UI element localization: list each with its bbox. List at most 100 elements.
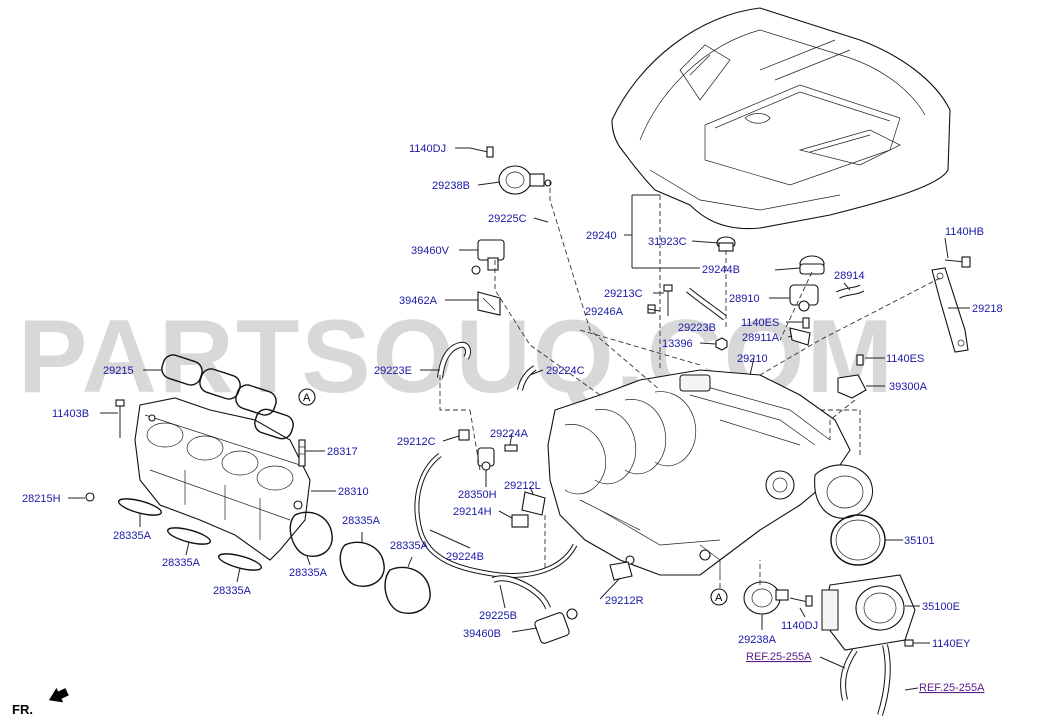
label-29224A[interactable]: 29224A bbox=[490, 428, 529, 440]
label-28310[interactable]: 28310 bbox=[338, 486, 369, 498]
callout-a-right[interactable]: A bbox=[710, 588, 728, 606]
bolt-1140DJ-lower[interactable] bbox=[789, 595, 813, 607]
label-29246A[interactable]: 29246A bbox=[585, 306, 624, 318]
part-labels: 1140DJ 29238B 29225C 39460V 39462A 29223… bbox=[22, 143, 1003, 694]
label-28910[interactable]: 28910 bbox=[729, 293, 760, 305]
clip-29212R[interactable] bbox=[609, 561, 633, 581]
connector-29224A[interactable] bbox=[504, 444, 518, 452]
clip-29212C[interactable] bbox=[458, 429, 470, 441]
hose-29223B[interactable] bbox=[686, 287, 727, 321]
label-29218[interactable]: 29218 bbox=[972, 303, 1003, 315]
front-arrow-icon bbox=[48, 687, 69, 703]
vacuum-actuator-29238B[interactable] bbox=[498, 165, 552, 195]
label-29213C[interactable]: 29213C bbox=[604, 288, 643, 300]
coolant-hoses[interactable] bbox=[840, 644, 891, 716]
label-29212C[interactable]: 29212C bbox=[397, 436, 436, 448]
label-29214H[interactable]: 29214H bbox=[453, 506, 492, 518]
bolt-11403B[interactable] bbox=[115, 399, 125, 438]
label-28335A-6[interactable]: 28335A bbox=[390, 540, 429, 552]
label-1140ES-upper[interactable]: 1140ES bbox=[741, 317, 779, 329]
gasket-29215[interactable] bbox=[159, 352, 296, 441]
label-29210[interactable]: 29210 bbox=[737, 353, 768, 365]
label-28911A[interactable]: 28911A bbox=[742, 332, 780, 344]
nut-13396[interactable] bbox=[715, 337, 728, 351]
bolt-28215H[interactable] bbox=[85, 492, 95, 502]
bolt-1140ES-upper[interactable] bbox=[802, 317, 810, 329]
callout-a-left[interactable]: A bbox=[298, 388, 316, 406]
callout-a-left-label: A bbox=[303, 392, 311, 404]
label-39460V[interactable]: 39460V bbox=[411, 245, 450, 257]
bolt-1140DJ-top[interactable] bbox=[469, 146, 494, 158]
valve-28350H[interactable] bbox=[477, 447, 495, 471]
bracket-29218[interactable] bbox=[931, 267, 969, 353]
bolt-29213C[interactable] bbox=[663, 284, 673, 316]
label-29215[interactable]: 29215 bbox=[103, 365, 134, 377]
bolt-1140EY[interactable] bbox=[904, 639, 914, 647]
label-28914[interactable]: 28914 bbox=[834, 270, 865, 282]
throttle-body-35100E[interactable] bbox=[821, 574, 916, 651]
grommet-29244B[interactable] bbox=[799, 255, 825, 275]
hose-29225B[interactable] bbox=[491, 575, 551, 610]
bracket-39462A[interactable] bbox=[477, 291, 501, 316]
label-39300A[interactable]: 39300A bbox=[889, 381, 928, 393]
bolt-1140HB[interactable] bbox=[944, 256, 971, 268]
label-28335A-5[interactable]: 28335A bbox=[342, 515, 381, 527]
label-29224C[interactable]: 29224C bbox=[546, 365, 585, 377]
hose-29225C[interactable] bbox=[499, 194, 560, 256]
solenoid-39460V[interactable] bbox=[471, 239, 505, 275]
hose-28914[interactable] bbox=[836, 284, 865, 299]
label-29212R[interactable]: 29212R bbox=[605, 595, 644, 607]
stud-28317[interactable] bbox=[298, 439, 306, 467]
label-28335A-2[interactable]: 28335A bbox=[162, 557, 201, 569]
lower-intake-manifold[interactable] bbox=[134, 397, 311, 561]
grommet-31923C[interactable] bbox=[716, 236, 736, 252]
leader-lines bbox=[68, 147, 970, 691]
label-28335A-3[interactable]: 28335A bbox=[213, 585, 252, 597]
label-29223B[interactable]: 29223B bbox=[678, 322, 716, 334]
label-1140DJ-top[interactable]: 1140DJ bbox=[409, 143, 446, 155]
label-28335A-4[interactable]: 28335A bbox=[289, 567, 328, 579]
label-35101[interactable]: 35101 bbox=[904, 535, 935, 547]
intake-manifold[interactable] bbox=[547, 369, 873, 576]
label-1140HB[interactable]: 1140HB bbox=[945, 226, 984, 238]
bolt-1140ES-lower[interactable] bbox=[856, 354, 864, 366]
ref-link-2[interactable]: REF.25-255A bbox=[919, 682, 985, 694]
label-35100E[interactable]: 35100E bbox=[922, 601, 960, 613]
orientation-indicator: FR. bbox=[12, 687, 69, 717]
gaskets-28335A[interactable] bbox=[117, 496, 431, 614]
label-39462A[interactable]: 39462A bbox=[399, 295, 438, 307]
label-29224B[interactable]: 29224B bbox=[446, 551, 484, 563]
hose-29224C[interactable] bbox=[517, 365, 537, 391]
label-29244B[interactable]: 29244B bbox=[702, 264, 740, 276]
clip-29212L[interactable] bbox=[521, 491, 546, 516]
label-1140ES-lower[interactable]: 1140ES bbox=[886, 353, 924, 365]
ref-link-1[interactable]: REF.25-255A bbox=[746, 651, 812, 663]
label-29225C[interactable]: 29225C bbox=[488, 213, 527, 225]
clamp-29214H[interactable] bbox=[511, 514, 529, 528]
label-11403B[interactable]: 11403B bbox=[52, 408, 89, 420]
label-29212L[interactable]: 29212L bbox=[504, 480, 541, 492]
label-29225B[interactable]: 29225B bbox=[479, 610, 517, 622]
orientation-label: FR. bbox=[12, 702, 33, 717]
label-29240[interactable]: 29240 bbox=[586, 230, 617, 242]
label-28350H[interactable]: 28350H bbox=[458, 489, 497, 501]
label-1140DJ-lower[interactable]: 1140DJ bbox=[781, 620, 818, 632]
label-31923C[interactable]: 31923C bbox=[648, 236, 687, 248]
gasket-35101[interactable] bbox=[830, 514, 886, 566]
engine-cover[interactable] bbox=[611, 7, 951, 230]
solenoid-39460B[interactable] bbox=[534, 608, 578, 644]
sensor-39300A[interactable] bbox=[837, 374, 867, 399]
label-29238B[interactable]: 29238B bbox=[432, 180, 470, 192]
valve-28910[interactable] bbox=[789, 284, 819, 312]
label-29223E[interactable]: 29223E bbox=[374, 365, 412, 377]
label-1140EY[interactable]: 1140EY bbox=[932, 638, 971, 650]
hose-29223E[interactable] bbox=[437, 341, 471, 379]
actuator-29238A[interactable] bbox=[743, 581, 789, 615]
label-28215H[interactable]: 28215H bbox=[22, 493, 61, 505]
label-13396[interactable]: 13396 bbox=[662, 338, 693, 350]
hose-29224B[interactable] bbox=[414, 453, 578, 578]
label-28335A-1[interactable]: 28335A bbox=[113, 530, 152, 542]
label-29238A[interactable]: 29238A bbox=[738, 634, 777, 646]
label-28317[interactable]: 28317 bbox=[327, 446, 358, 458]
label-39460B[interactable]: 39460B bbox=[463, 628, 501, 640]
